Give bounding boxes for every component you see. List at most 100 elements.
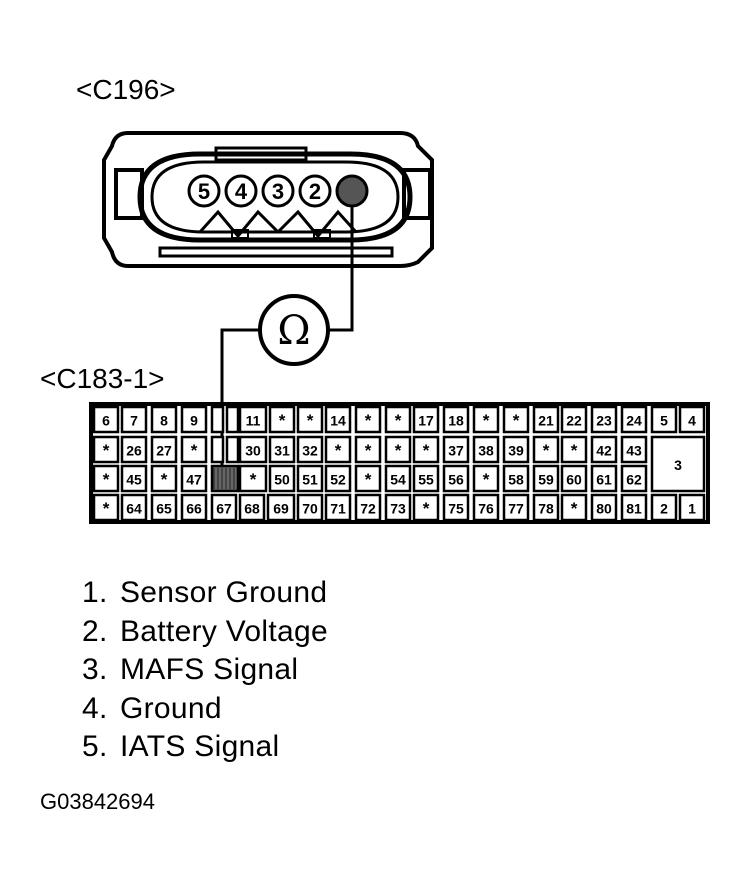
c183-1-pin-label: *	[191, 441, 198, 460]
c183-1-pin-label: 50	[274, 472, 290, 488]
legend-number: 5.	[82, 730, 108, 763]
c183-1-cavity	[502, 435, 530, 464]
c183-1-pin-label: *	[483, 470, 490, 489]
legend-item: 2. Battery Voltage	[82, 613, 328, 652]
c183-1-cavity	[384, 405, 412, 434]
c183-1-cavity	[92, 464, 120, 493]
c183-1-pin-label: 80	[596, 501, 612, 517]
c183-1-pin-label: *	[423, 441, 430, 460]
c183-1-cavity	[238, 493, 266, 522]
c183-1-cavity	[412, 493, 440, 522]
c183-1-cavity	[472, 435, 500, 464]
c183-1-cavity	[296, 493, 324, 522]
c183-1-cavity	[238, 464, 268, 493]
c183-1-pin-label: 76	[478, 501, 494, 517]
c183-1-cavity	[268, 435, 296, 464]
c196-zigzag-left	[198, 209, 280, 239]
legend-text: MAFS Signal	[120, 653, 299, 686]
c183-1-pin-label: 8	[160, 413, 168, 429]
c183-1-pin-label: *	[103, 470, 110, 489]
c183-1-cavity	[412, 435, 440, 464]
c183-1-cavity	[650, 405, 678, 434]
c183-1-pin-label: *	[513, 411, 520, 430]
c183-1-pin-label: 71	[330, 501, 346, 517]
c183-1-cavity	[120, 493, 148, 522]
c183-1-pin-label: 75	[448, 501, 464, 517]
c183-1-cavity	[442, 464, 470, 493]
c183-1-cavity	[650, 493, 678, 522]
c196-pin-2-label: 2	[309, 179, 321, 204]
c183-1-pin-label: 73	[390, 501, 406, 517]
c183-1-pin-label: 45	[126, 472, 142, 488]
legend-item: 3. MAFS Signal	[82, 651, 328, 690]
c183-1-pin-label: 18	[448, 413, 464, 429]
c183-1-pin-label: 59	[538, 472, 554, 488]
c183-1-pin-label: *	[335, 441, 342, 460]
c183-1-cavity	[150, 493, 178, 522]
c183-1-cavity	[324, 435, 352, 464]
c183-1-pin-label: *	[423, 499, 430, 518]
c183-1-cavity	[238, 435, 268, 464]
legend-text: IATS Signal	[120, 730, 280, 763]
c183-1-pin-label: *	[365, 411, 372, 430]
legend-number: 3.	[82, 653, 108, 686]
c196-label: <C196>	[76, 74, 176, 105]
lead-right	[328, 206, 354, 332]
c183-1-cavity	[560, 435, 588, 464]
c183-1-pin-label: *	[250, 470, 257, 489]
c183-1-pin-label: 61	[596, 472, 612, 488]
c183-1-cavity	[472, 464, 500, 493]
c183-1-cavity	[354, 405, 382, 434]
c183-1-cavity	[150, 435, 178, 464]
c183-1-pin-label: *	[103, 499, 110, 518]
c183-1-cavity	[268, 464, 296, 493]
c183-1-cavity	[354, 464, 382, 493]
c183-1-cavity	[225, 405, 240, 434]
c183-1-cavity	[180, 464, 208, 493]
c183-1-pin-label: 22	[566, 413, 582, 429]
c183-1-cavity	[472, 493, 500, 522]
c183-1-cavity	[92, 435, 120, 464]
legend-number: 2.	[82, 614, 108, 648]
c183-1-pin-label: 58	[508, 472, 524, 488]
legend-text: Battery Voltage	[120, 614, 328, 648]
c183-1-pin-label: 32	[302, 443, 318, 459]
c183-1-cavity	[620, 493, 648, 522]
figure-id: G03842694	[40, 789, 155, 814]
c183-1-pin-label: 31	[274, 443, 290, 459]
c183-1-pin-label: 64	[126, 501, 142, 517]
legend-number: 4.	[82, 691, 108, 725]
c183-1-cavity	[590, 464, 618, 493]
c196-bottom-notch-left	[231, 229, 249, 239]
c196-pins: 5 4 3 2	[187, 174, 369, 208]
c183-1-pin-label: 70	[302, 501, 318, 517]
c183-1-pin-label: 69	[273, 501, 289, 517]
c183-1-pin-label: *	[365, 441, 372, 460]
c196-pin-4-label: 4	[235, 179, 248, 204]
c183-1-pin-label: 4	[688, 413, 696, 429]
c183-1-cavity	[120, 435, 148, 464]
c183-1-cavity	[180, 493, 208, 522]
c183-1-pin-label: 38	[478, 443, 494, 459]
c183-1-pin-label: 55	[418, 472, 434, 488]
c183-1-cavity	[590, 435, 618, 464]
c196-lower-bar	[158, 246, 394, 258]
ohmmeter: Ω	[258, 294, 330, 366]
c183-1-cavity	[412, 464, 440, 493]
c196-inner-oval	[150, 160, 400, 234]
c183-1-pin-label: 78	[538, 501, 554, 517]
c183-1-pin-label: 81	[626, 501, 642, 517]
c183-1-cavity	[92, 493, 120, 522]
c183-1-pin-label: 72	[360, 501, 376, 517]
c183-1-cavity	[384, 435, 412, 464]
c183-1-cavity	[620, 464, 648, 493]
c183-1-pin-label: *	[543, 441, 550, 460]
c183-1-cavity	[354, 435, 382, 464]
c183-1-pin-label: 24	[626, 413, 642, 429]
c183-1-label: <C183-1>	[40, 363, 165, 394]
c183-1-pin-label: 47	[186, 472, 202, 488]
c183-1-cavity	[324, 493, 352, 522]
c183-1-pin-label: 52	[330, 472, 346, 488]
